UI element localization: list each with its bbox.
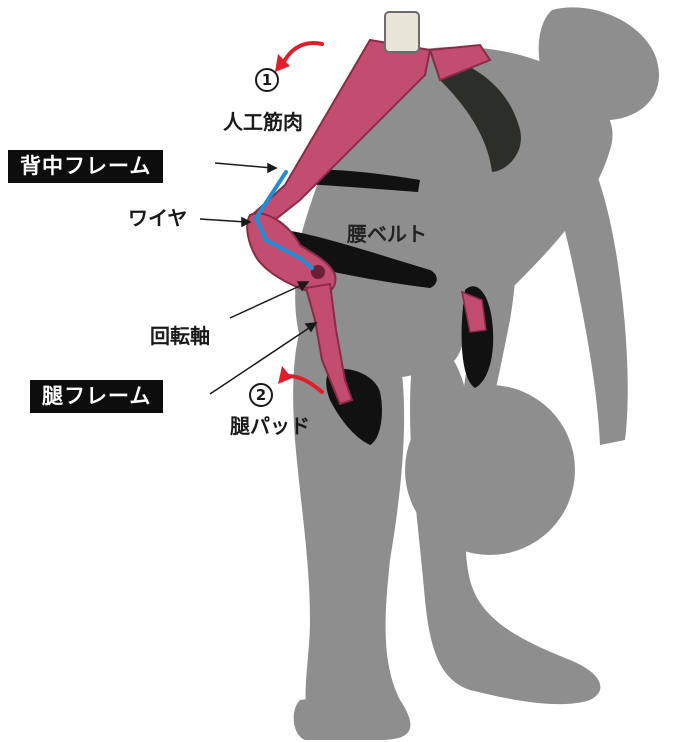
label-thigh-pad: 腿パッド	[230, 416, 310, 436]
marker-1: 1	[255, 68, 279, 92]
arrow-heads	[275, 54, 292, 384]
label-back-frame: 背中フレーム	[8, 150, 163, 183]
label-thigh-frame: 腿フレーム	[30, 380, 163, 413]
label-artificial-muscle: 人工筋肉	[223, 112, 303, 132]
leader-wire	[200, 219, 246, 222]
label-wire: ワイヤ	[128, 208, 187, 228]
far-arm	[540, 110, 628, 445]
label-waist-belt: 腰ベルト	[347, 224, 427, 244]
leader-rotation-axis	[230, 284, 304, 318]
leader-back-frame-tip	[268, 164, 276, 172]
leader-back-frame	[215, 163, 272, 168]
marker-2: 2	[249, 383, 273, 407]
top-fitting	[385, 12, 419, 52]
label-rotation-axis: 回転軸	[150, 326, 210, 346]
arrow-1-curve	[285, 43, 322, 60]
